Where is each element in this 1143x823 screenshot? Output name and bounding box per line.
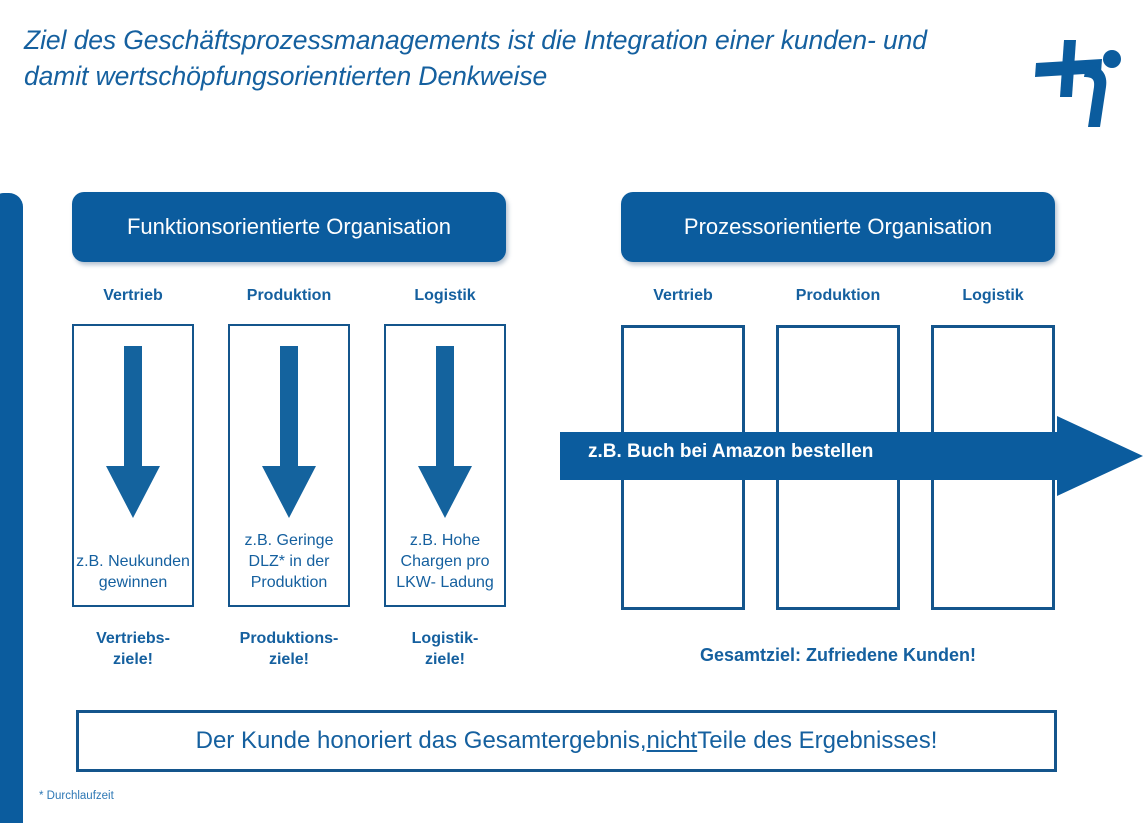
hi-logo xyxy=(1028,35,1128,130)
function-box-produktion: z.B. Geringe DLZ* in der Produktion xyxy=(228,324,350,607)
goal-label-vertrieb: Vertriebs- ziele! xyxy=(96,630,170,668)
left-block-header-label: Funktionsorientierte Organisation xyxy=(126,214,452,239)
right-block-header: Prozessorientierte Organisation xyxy=(621,192,1055,262)
right-column-caption-produktion: Produktion xyxy=(795,287,881,304)
left-block-header: Funktionsorientierte Organisation xyxy=(72,192,506,262)
down-arrow-icon xyxy=(102,346,164,526)
bottom-banner-text-part1: Der Kunde honoriert das Gesamtergebnis, xyxy=(195,727,647,754)
left-column-caption-logistik: Logistik xyxy=(414,287,476,304)
bottom-banner-emphasis: nicht xyxy=(646,727,698,754)
left-column-caption-vertrieb: Vertrieb xyxy=(103,287,163,304)
function-box-logistik: z.B. Hohe Chargen pro LKW- Ladung xyxy=(384,324,506,607)
footnote: * Durchlaufzeit xyxy=(39,790,114,802)
goal-label-produktion: Produktions- ziele! xyxy=(239,630,339,668)
left-accent-bar xyxy=(0,193,23,823)
page-title: Ziel des Geschäftsprozessmanagements ist… xyxy=(24,25,927,91)
bottom-banner: Der Kunde honoriert das Gesamtergebnis, … xyxy=(76,710,1057,772)
right-block-header-label: Prozessorientierte Organisation xyxy=(683,214,993,239)
bottom-banner-text-part2: Teile des Ergebnisses! xyxy=(697,727,938,754)
right-column-caption-vertrieb: Vertrieb xyxy=(653,287,713,304)
function-box-text-produktion: z.B. Geringe DLZ* in der Produktion xyxy=(244,532,334,591)
right-column-caption-logistik: Logistik xyxy=(962,287,1024,304)
function-box-vertrieb: z.B. Neukunden gewinnen xyxy=(72,324,194,607)
left-column-caption-produktion: Produktion xyxy=(246,287,332,304)
function-box-text-logistik: z.B. Hohe Chargen pro LKW- Ladung xyxy=(396,532,494,591)
process-arrow-icon xyxy=(560,416,1143,496)
function-box-text-vertrieb: z.B. Neukunden gewinnen xyxy=(76,553,190,591)
total-goal-label: Gesamtziel: Zufriedene Kunden! xyxy=(699,645,977,665)
down-arrow-icon xyxy=(414,346,476,526)
down-arrow-icon xyxy=(258,346,320,526)
goal-label-logistik: Logistik- ziele! xyxy=(411,630,479,668)
process-arrow-label: z.B. Buch bei Amazon bestellen xyxy=(588,441,874,462)
